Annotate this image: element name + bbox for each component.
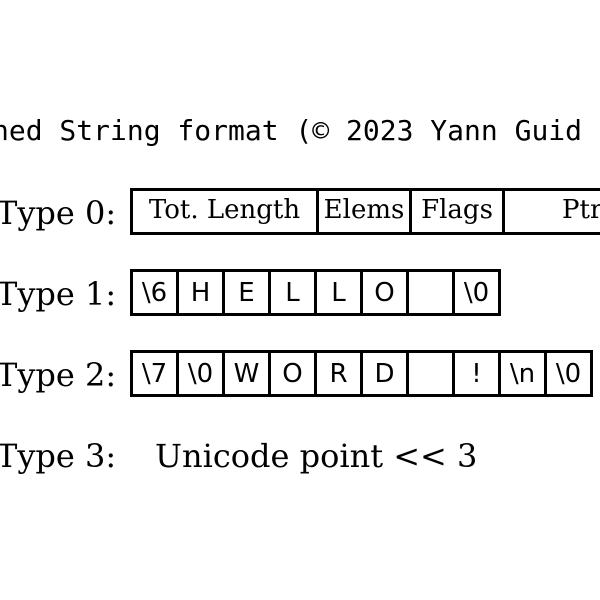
total-length-field: Tot. Length xyxy=(130,188,319,235)
type-2-byte-cell: \n xyxy=(498,350,547,397)
type-2-byte-cell: O xyxy=(268,350,317,397)
ptr-field: Ptr xyxy=(502,188,600,235)
elems-field: Elems xyxy=(316,188,412,235)
type-2-byte-row: \7 \0 W O R D _ ! \n \0 xyxy=(130,350,593,397)
type-0-label: Type 0: xyxy=(0,194,117,232)
type-2-byte-cell: D xyxy=(360,350,409,397)
type-1-byte-text: _ xyxy=(424,285,437,316)
type-2-byte-cell: ! xyxy=(452,350,501,397)
type-2-byte-cell: \0 xyxy=(544,350,593,397)
type-1-byte-row: \6 H E L L O _ \0 xyxy=(130,269,501,316)
type-2-byte-cell: _ xyxy=(406,350,455,397)
type-1-byte-cell: L xyxy=(314,269,363,316)
type-2-byte-text: _ xyxy=(424,366,437,397)
type-2-byte-cell: \7 xyxy=(130,350,179,397)
type-1-byte-cell: _ xyxy=(406,269,455,316)
type-2-label: Type 2: xyxy=(0,356,117,394)
type-2-byte-cell: W xyxy=(222,350,271,397)
diagram-title: ned String format (© 2023 Yann Guid xyxy=(0,114,583,147)
type-3-label: Type 3: xyxy=(0,437,117,475)
flags-field: Flags xyxy=(409,188,505,235)
type-1-byte-cell: H xyxy=(176,269,225,316)
type-1-byte-cell: O xyxy=(360,269,409,316)
type-2-byte-cell: \0 xyxy=(176,350,225,397)
type-2-byte-cell: R xyxy=(314,350,363,397)
type-1-label: Type 1: xyxy=(0,275,117,313)
type-1-byte-cell: E xyxy=(222,269,271,316)
type-3-description: Unicode point << 3 xyxy=(155,437,478,475)
type-1-byte-cell: \0 xyxy=(452,269,501,316)
type-1-byte-cell: \6 xyxy=(130,269,179,316)
type-0-header-row: Tot. Length Elems Flags Ptr xyxy=(130,188,600,235)
type-1-byte-cell: L xyxy=(268,269,317,316)
